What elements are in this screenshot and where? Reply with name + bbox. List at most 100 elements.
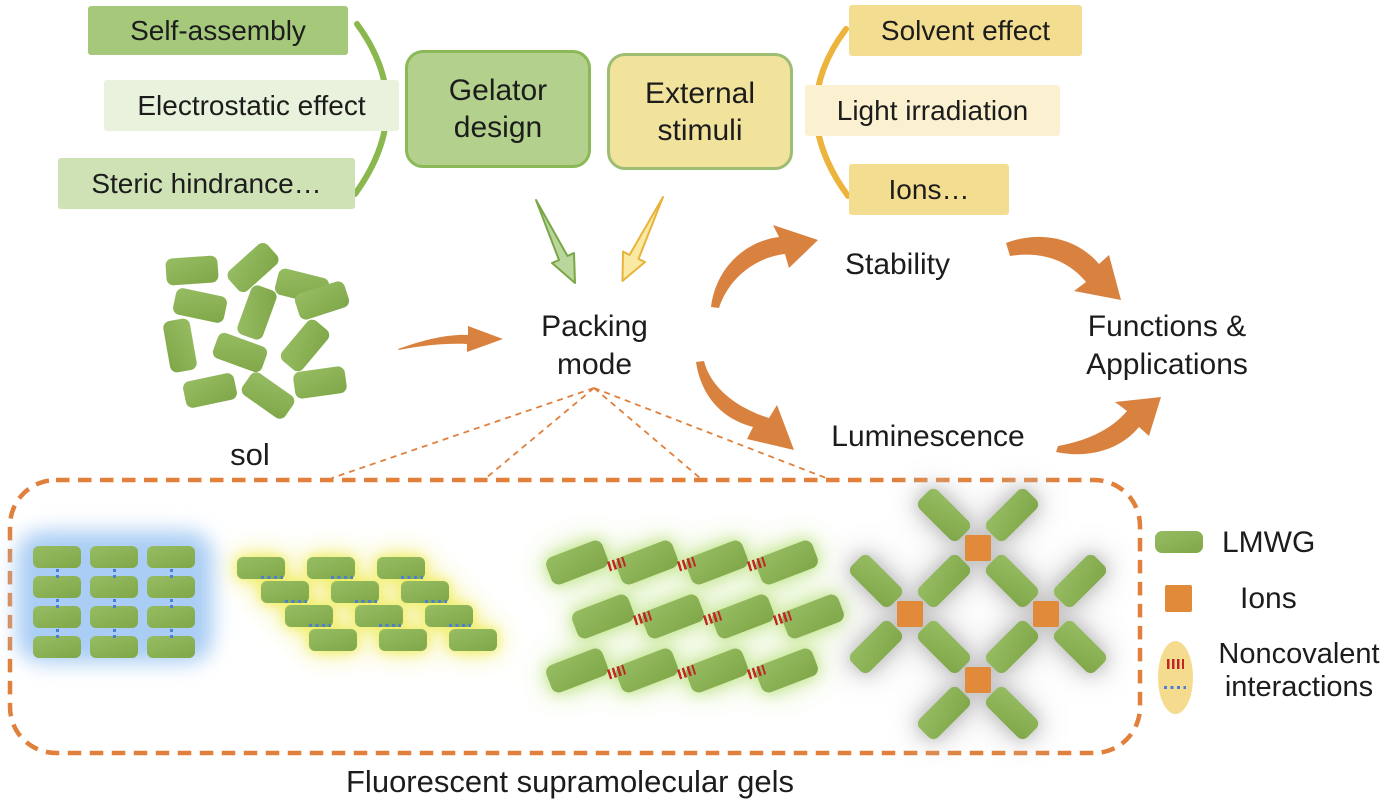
lmwg-molecule bbox=[33, 576, 81, 598]
lmwg-molecule bbox=[90, 606, 138, 628]
lmwg-molecule bbox=[90, 576, 138, 598]
lmwg-molecule bbox=[307, 557, 355, 579]
gel-slipstack-yellow-glow bbox=[237, 557, 499, 653]
sol-to-packing-arrow-icon bbox=[398, 326, 503, 352]
lmwg-molecule bbox=[162, 317, 198, 373]
factor-box-solvent-effect: Solvent effect bbox=[849, 5, 1082, 56]
lmwg-molecule bbox=[147, 546, 195, 568]
lmwg-molecule bbox=[983, 486, 1041, 544]
factor-label: Light irradiation bbox=[836, 94, 1029, 126]
lmwg-molecule bbox=[238, 369, 298, 421]
lmwg-molecule bbox=[1051, 618, 1109, 676]
gelator-design-box: Gelator design bbox=[405, 50, 591, 168]
factor-box-steric-hindrance: Steric hindrance… bbox=[58, 158, 355, 209]
external-stimuli-line2: stimuli bbox=[657, 113, 743, 147]
factor-box-light-irradiation: Light irradiation bbox=[805, 85, 1060, 136]
functions-line1: Functions & bbox=[1087, 310, 1247, 343]
legend-lmwg-label: LMWG bbox=[1222, 526, 1316, 559]
gelator-to-packing-arrow-icon bbox=[535, 199, 576, 284]
noncovalent-dots-icon bbox=[309, 624, 331, 627]
factor-box-ions: Ions… bbox=[849, 164, 1009, 215]
lmwg-molecule bbox=[165, 254, 219, 286]
lmwg-molecule bbox=[915, 552, 973, 610]
lmwg-molecule bbox=[90, 546, 138, 568]
stability-to-functions-arrow-icon bbox=[1006, 236, 1121, 300]
noncovalent-dots-icon bbox=[56, 569, 59, 578]
stability-label: Stability bbox=[844, 248, 951, 281]
lmwg-molecule bbox=[33, 636, 81, 658]
stimuli-to-packing-arrow-icon bbox=[621, 196, 664, 282]
lmwg-molecule bbox=[33, 606, 81, 628]
functions-applications-label: Functions & Applications bbox=[1062, 308, 1272, 384]
noncovalent-dots-icon bbox=[449, 624, 471, 627]
legend-ions-label: Ions bbox=[1240, 582, 1297, 615]
factor-box-electrostatic-effect: Electrostatic effect bbox=[104, 80, 399, 131]
lmwg-molecule bbox=[309, 629, 357, 651]
lmwg-molecule bbox=[449, 629, 497, 651]
noncovalent-dots-icon bbox=[425, 600, 447, 603]
luminescence-to-functions-arrow-icon bbox=[1056, 397, 1161, 455]
noncovalent-dots-icon bbox=[56, 599, 59, 608]
noncovalent-dots-icon bbox=[113, 599, 116, 608]
lmwg-molecule bbox=[90, 636, 138, 658]
legend-lmwg-swatch-icon bbox=[1155, 531, 1203, 553]
lmwg-molecule bbox=[543, 646, 611, 695]
noncovalent-dots-icon bbox=[113, 629, 116, 638]
gelator-design-line2: design bbox=[453, 111, 543, 144]
packing-mode-line1: Packing bbox=[541, 310, 648, 343]
ion-square bbox=[1033, 601, 1059, 627]
lmwg-molecule bbox=[983, 684, 1041, 742]
lmwg-molecule bbox=[33, 546, 81, 568]
factor-label: Steric hindrance… bbox=[91, 167, 322, 199]
noncovalent-dots-icon bbox=[170, 599, 173, 608]
noncovalent-dots-icon bbox=[285, 600, 307, 603]
gel-zigzag-green-glow bbox=[543, 538, 847, 695]
gel-ion-network-gray-glow bbox=[836, 486, 1136, 742]
factor-box-self-assembly: Self-assembly bbox=[88, 6, 348, 55]
lmwg-molecule bbox=[147, 606, 195, 628]
noncovalent-dots-icon bbox=[170, 569, 173, 578]
ion-square bbox=[965, 667, 991, 693]
legend-noncovalent-swatch-icon bbox=[1158, 641, 1193, 714]
functions-line2: Applications bbox=[1086, 348, 1248, 381]
factor-label: Ions… bbox=[888, 173, 970, 205]
noncovalent-dots-icon bbox=[331, 576, 353, 579]
lmwg-molecule bbox=[277, 316, 333, 374]
lmwg-molecule bbox=[331, 581, 379, 603]
noncovalent-line1: Noncovalent bbox=[1218, 638, 1380, 670]
gel-lamellar-blue-glow bbox=[17, 531, 213, 663]
legend-ions-swatch-icon bbox=[1165, 585, 1192, 612]
ion-square bbox=[965, 535, 991, 561]
factor-label: Solvent effect bbox=[880, 14, 1051, 46]
lmwg-molecule bbox=[261, 581, 309, 603]
blue-dots-icon bbox=[1164, 686, 1186, 689]
lmwg-molecule bbox=[983, 618, 1041, 676]
packing-mode-fan-lines bbox=[331, 387, 827, 479]
noncovalent-line2: interactions bbox=[1224, 671, 1374, 703]
lmwg-molecule bbox=[425, 605, 473, 627]
lmwg-molecule bbox=[147, 576, 195, 598]
gelator-design-line1: Gelator bbox=[448, 74, 548, 107]
lmwg-molecule bbox=[377, 557, 425, 579]
noncovalent-dots-icon bbox=[355, 600, 377, 603]
packing-to-stability-arrow-icon bbox=[711, 225, 818, 308]
lmwg-molecule bbox=[569, 592, 637, 641]
figure-caption: Fluorescent supramolecular gels bbox=[346, 764, 794, 799]
sol-label: sol bbox=[230, 437, 270, 472]
lmwg-molecule bbox=[147, 636, 195, 658]
factor-label: Self-assembly bbox=[130, 14, 306, 46]
packing-mode-line2: mode bbox=[556, 348, 633, 381]
noncovalent-dots-icon bbox=[113, 569, 116, 578]
lmwg-molecule bbox=[285, 605, 333, 627]
legend-noncovalent-label: Noncovalent interactions bbox=[1198, 638, 1400, 704]
external-stimuli-box: External stimuli bbox=[607, 53, 793, 170]
noncovalent-dots-icon bbox=[170, 629, 173, 638]
lmwg-molecule bbox=[355, 605, 403, 627]
luminescence-label: Luminescence bbox=[831, 420, 1025, 453]
noncovalent-dots-icon bbox=[261, 576, 283, 579]
noncovalent-dots-icon bbox=[56, 629, 59, 638]
ion-square bbox=[897, 601, 923, 627]
red-hash-icon bbox=[1167, 659, 1184, 669]
packing-mode-label: Packing mode bbox=[512, 308, 677, 384]
